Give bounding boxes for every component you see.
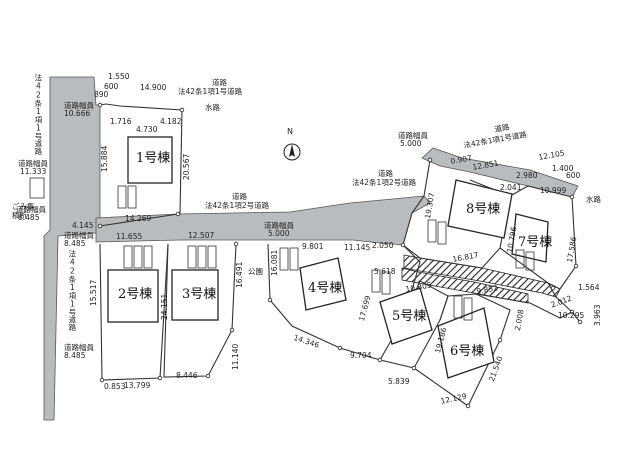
west-road-class-2: 法42条1項1号道路 (67, 250, 77, 331)
dim-label: 14.900 (140, 83, 167, 92)
dim-label: 15.884 (100, 145, 109, 172)
lot-2-boundary (99, 243, 169, 381)
dim-label: 11.140 (231, 343, 240, 370)
dim-label: 1.716 (110, 117, 132, 126)
building-6-label: 6号棟 (450, 344, 485, 359)
parking-stalls (29, 177, 535, 321)
north-road-class: 法42条1項1号道路 (178, 87, 243, 96)
road-width-7-label: 道路幅員 (398, 131, 428, 140)
dim-label: 9.704 (350, 351, 372, 360)
dim-label: 10.999 (540, 186, 567, 195)
dim-label: 20.567 (182, 153, 191, 180)
center-road-class: 法42条1項2号道路 (205, 201, 270, 210)
building-2-label: 2号棟 (118, 287, 153, 302)
road-width-6-value: 5.000 (268, 229, 290, 238)
dim-label: 3.963 (593, 304, 602, 326)
west-road-class: 法42条1項1号道路 (33, 74, 43, 155)
east-edge (547, 282, 581, 323)
building-footprints (107, 136, 549, 379)
road-width-3-value: 8.485 (18, 213, 40, 222)
road-network (43, 76, 579, 421)
dim-label: 600 (104, 82, 119, 91)
building-3-label: 3号棟 (182, 287, 217, 302)
road-width-2-label: 道路幅員 (18, 159, 48, 168)
dim-label: 24.151 (160, 293, 169, 320)
road-width-4-label: 道路幅員 (64, 231, 94, 240)
west-road (43, 76, 101, 421)
road-width-2-value: 11.333 (20, 167, 47, 176)
south-east-edge (475, 293, 573, 319)
road-width-1-label: 道路幅員 (64, 101, 94, 110)
ne-road (421, 147, 579, 198)
building-2-footprint (107, 269, 159, 323)
dim-label: 2.041 (500, 183, 522, 192)
road-width-5-label: 道路幅員 (64, 343, 94, 352)
dim-label: 1.550 (108, 72, 130, 81)
building-7-label: 7号棟 (518, 235, 553, 250)
dim-label: 13.799 (124, 381, 151, 390)
lot-1-boundary (99, 103, 183, 215)
dim-label: 890 (94, 90, 109, 99)
building-3-footprint (171, 269, 219, 321)
dim-label: 16.491 (235, 261, 244, 288)
dim-label: 0.853 (104, 382, 126, 391)
building-8-footprint (447, 179, 513, 239)
building-1-footprint (127, 136, 173, 184)
center-road-label: 道路 (232, 192, 247, 201)
building-6-footprint (437, 307, 495, 379)
road-width-1-value: 10.666 (64, 109, 91, 118)
road-width-4-value: 8.485 (64, 239, 86, 248)
dim-label: 16.081 (270, 249, 279, 276)
dim-label: 4.730 (136, 125, 158, 134)
dim-label: 9.801 (302, 242, 324, 251)
road-width-3-label: 道路幅員 (16, 205, 46, 214)
dim-label: 5.618 (374, 267, 396, 276)
park-label: 公園 (248, 267, 263, 276)
dim-label: 14.269 (125, 214, 152, 223)
road-width-5-value: 8.485 (64, 351, 86, 360)
road-width-6-label: 道路幅員 (264, 221, 294, 230)
building-1-label: 1号棟 (136, 151, 171, 166)
dim-label: 2.050 (372, 241, 394, 250)
lot-4-boundary (267, 243, 421, 361)
waterway-2-label: 水路 (586, 195, 601, 204)
building-5-footprint (379, 287, 433, 345)
dim-label: 1.400 (552, 164, 574, 173)
north-road-label: 道路 (212, 78, 227, 87)
dim-label: 1.564 (578, 283, 600, 292)
dim-label: 2.980 (516, 171, 538, 180)
dim-label: 5.839 (388, 377, 410, 386)
dim-label: 10.295 (558, 311, 585, 320)
east-road-label: 道路 (378, 169, 393, 178)
road-width-7-value: 5.000 (400, 139, 422, 148)
lot-1-south (99, 213, 179, 227)
dim-label: 15.517 (89, 279, 98, 306)
dim-label: 11.655 (116, 232, 143, 241)
building-4-label: 4号棟 (308, 281, 343, 296)
dim-label: 4.145 (72, 221, 94, 230)
building-5-label: 5号棟 (392, 309, 427, 324)
north-arrow-icon (283, 143, 301, 161)
dim-label: 11.145 (344, 243, 371, 252)
east-road-class: 法42条1項2号道路 (352, 178, 417, 187)
dim-label: 600 (566, 171, 581, 180)
waterway-1-label: 水路 (205, 103, 220, 112)
building-8-label: 8号棟 (466, 202, 501, 217)
garbage-area-label: ごみ集積所 (12, 202, 35, 220)
dim-label: 8.446 (176, 371, 198, 380)
building-4-footprint (299, 257, 347, 311)
dim-label: 4.182 (160, 117, 182, 126)
compass-label: N (287, 127, 293, 136)
survey-points (97, 102, 583, 409)
dim-label: 12.507 (188, 231, 215, 240)
